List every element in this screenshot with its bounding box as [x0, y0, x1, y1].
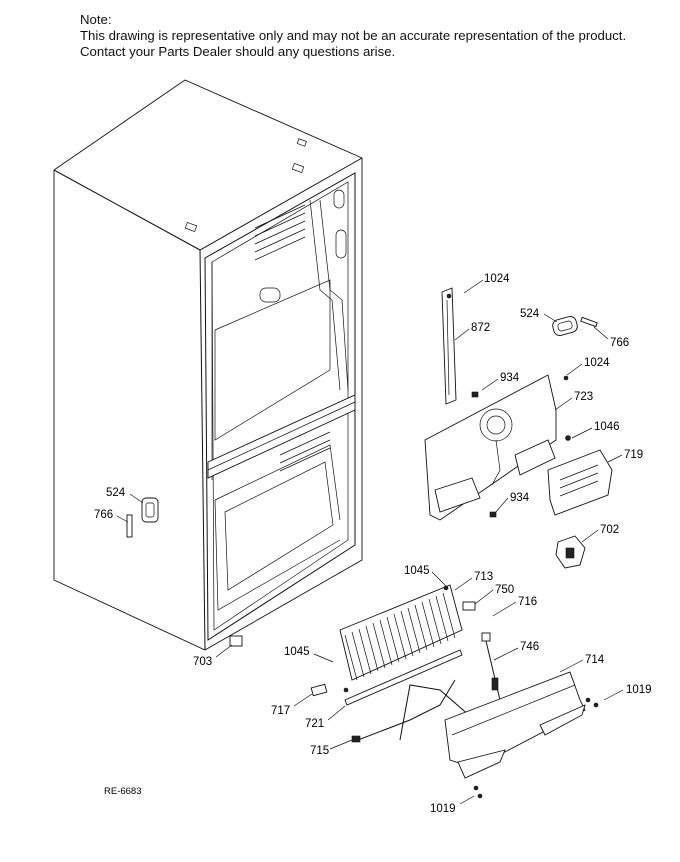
part-524-766-right: [552, 316, 598, 336]
part-714-drain-pan: [444, 671, 599, 799]
callout-719: 719: [624, 449, 643, 461]
part-702-motor: [555, 535, 586, 569]
part-719-fan-shroud: [547, 449, 613, 516]
callout-702: 702: [600, 524, 619, 536]
callout-716: 716: [518, 596, 537, 608]
note-line-2: Contact your Parts Dealer should any que…: [80, 44, 396, 59]
callout-766-left: 766: [94, 509, 113, 521]
part-746-harness: [399, 632, 501, 741]
callout-1024-top: 1024: [484, 273, 510, 285]
note-line-1: This drawing is representative only and …: [80, 28, 627, 43]
callout-934-bottom: 934: [510, 492, 530, 504]
leader-lines: [116, 279, 624, 805]
callout-746: 746: [520, 641, 539, 653]
disclaimer-note: Note: This drawing is representative onl…: [80, 12, 670, 60]
callout-750: 750: [495, 584, 514, 596]
part-723-evap-cover: [424, 374, 571, 521]
callout-1019-bottom: 1019: [430, 803, 456, 815]
callout-labels: 1024 872 524 766 1024 934 723 1046 719 9…: [94, 273, 652, 815]
part-715-sensor: [351, 679, 456, 743]
callout-714: 714: [585, 654, 605, 666]
callout-717: 717: [271, 705, 290, 717]
reference-code: RE-6683: [104, 786, 142, 797]
callout-721: 721: [305, 718, 324, 730]
callout-934-top: 934: [500, 372, 520, 384]
callout-713: 713: [474, 571, 493, 583]
callout-766-right: 766: [610, 337, 629, 349]
note-heading: Note:: [80, 12, 112, 27]
part-872-bracket: [441, 287, 457, 405]
part-713-evaporator: [339, 584, 476, 693]
callout-1024-mid: 1024: [584, 357, 610, 369]
part-721-heater: [344, 649, 463, 706]
callout-1045-top: 1045: [404, 565, 430, 577]
callout-703: 703: [193, 656, 212, 668]
refrigerator-cabinet: [53, 79, 363, 651]
callout-1046: 1046: [594, 421, 620, 433]
callout-1019-right: 1019: [626, 684, 652, 696]
small-clips: [229, 635, 328, 697]
callout-524-right: 524: [520, 308, 540, 320]
callout-715: 715: [310, 745, 329, 757]
callout-524-left: 524: [106, 487, 126, 499]
callout-1045-left: 1045: [284, 646, 310, 658]
callout-872: 872: [471, 322, 490, 334]
callout-723: 723: [574, 391, 593, 403]
